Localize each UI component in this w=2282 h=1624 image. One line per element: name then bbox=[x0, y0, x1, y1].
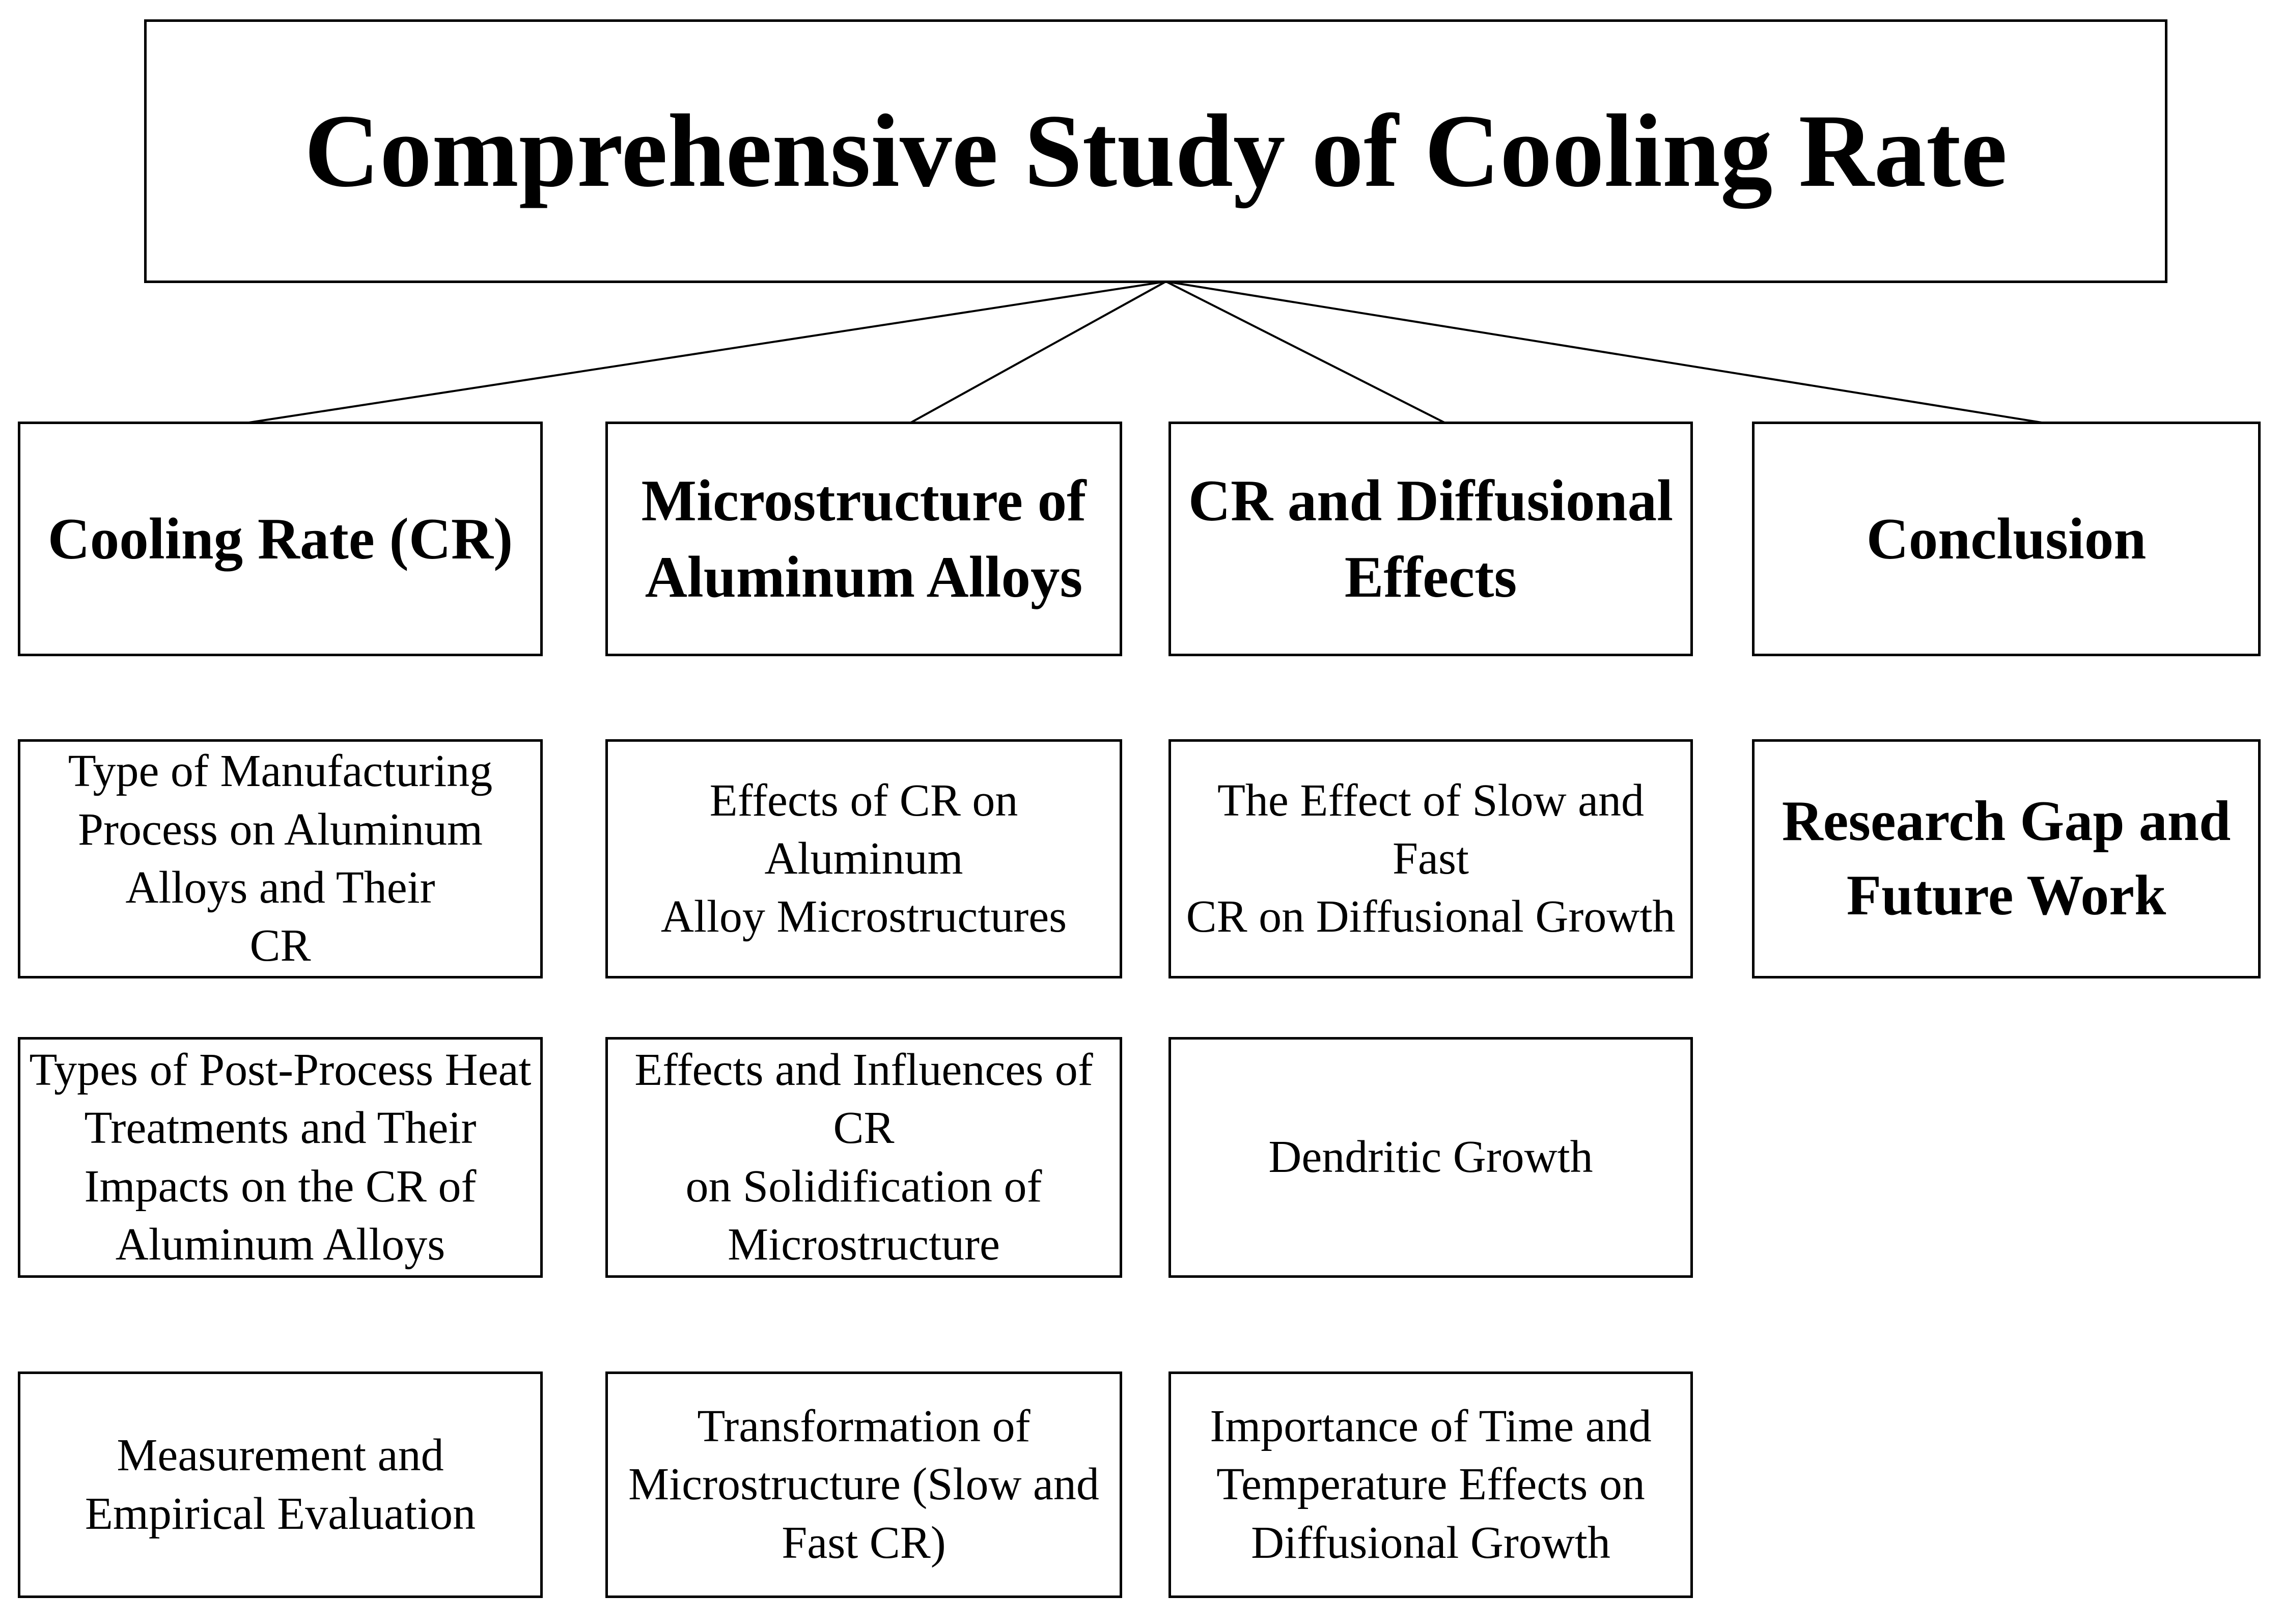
topic-box-transformation: Transformation of Microstructure (Slow a… bbox=[605, 1371, 1122, 1598]
topic-text: Research Gap and Future Work bbox=[1782, 790, 2231, 927]
connector-line bbox=[1165, 281, 2042, 424]
topic-text: Effects of CR on Aluminum Alloy Microstr… bbox=[660, 775, 1067, 942]
topic-box-heat-treatments: Types of Post-Process Heat Treatments an… bbox=[18, 1037, 543, 1278]
topic-box-slow-fast-diffusional-growth: The Effect of Slow and Fast CR on Diffus… bbox=[1168, 739, 1693, 978]
header-text: CR and Diffusional Effects bbox=[1188, 468, 1674, 609]
header-text: Cooling Rate (CR) bbox=[47, 506, 513, 571]
topic-box-manufacturing-process: Type of Manufacturing Process on Aluminu… bbox=[18, 739, 543, 978]
title-box: Comprehensive Study of Cooling Rate bbox=[144, 19, 2167, 283]
topic-box-measurement-evaluation: Measurement and Empirical Evaluation bbox=[18, 1371, 543, 1598]
header-box-microstructure: Microstructure of Aluminum Alloys bbox=[605, 422, 1122, 656]
header-box-diffusional-effects: CR and Diffusional Effects bbox=[1168, 422, 1693, 656]
topic-text: Importance of Time and Temperature Effec… bbox=[1210, 1401, 1652, 1568]
connector-line bbox=[1165, 281, 1445, 424]
topic-box-time-temperature: Importance of Time and Temperature Effec… bbox=[1168, 1371, 1693, 1598]
topic-box-solidification: Effects and Influences of CR on Solidifi… bbox=[605, 1037, 1122, 1278]
topic-box-dendritic-growth: Dendritic Growth bbox=[1168, 1037, 1693, 1278]
topic-box-cr-effects-microstructures: Effects of CR on Aluminum Alloy Microstr… bbox=[605, 739, 1122, 978]
connector-line bbox=[248, 281, 1166, 424]
topic-text: Dendritic Growth bbox=[1268, 1132, 1593, 1183]
topic-text: Types of Post-Process Heat Treatments an… bbox=[29, 1044, 532, 1270]
topic-text: Measurement and Empirical Evaluation bbox=[85, 1430, 476, 1539]
topic-text: The Effect of Slow and Fast CR on Diffus… bbox=[1186, 775, 1676, 942]
header-box-cooling-rate: Cooling Rate (CR) bbox=[18, 422, 543, 656]
header-text: Conclusion bbox=[1866, 506, 2147, 571]
header-text: Microstructure of Aluminum Alloys bbox=[641, 468, 1087, 609]
topic-text: Effects and Influences of CR on Solidifi… bbox=[634, 1044, 1093, 1270]
topic-text: Type of Manufacturing Process on Aluminu… bbox=[68, 746, 493, 971]
topic-text: Transformation of Microstructure (Slow a… bbox=[628, 1401, 1099, 1568]
header-box-conclusion: Conclusion bbox=[1752, 422, 2261, 656]
connector-line bbox=[910, 281, 1166, 424]
topic-box-research-gap: Research Gap and Future Work bbox=[1752, 739, 2261, 978]
title-text: Comprehensive Study of Cooling Rate bbox=[304, 93, 2008, 209]
